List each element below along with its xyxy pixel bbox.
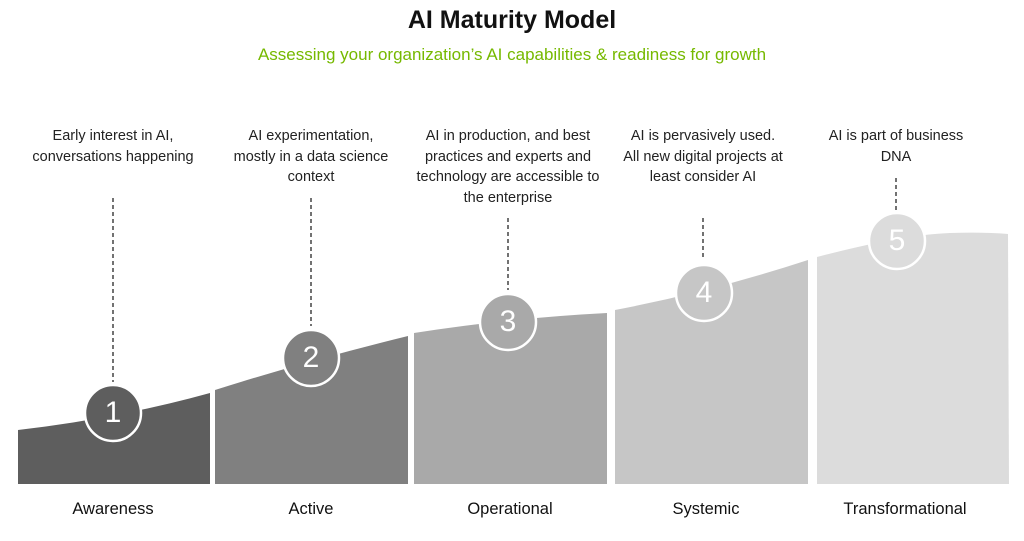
stage-1-label: Awareness [72, 500, 154, 518]
stage-4-circle [674, 263, 734, 323]
stage-2-number: 2 [302, 341, 320, 374]
stage-2-circle [281, 328, 341, 388]
stage-2-description: AI experimentation, mostly in a data sci… [233, 128, 389, 185]
stage-4-number: 4 [695, 276, 713, 309]
stage-3-segment [414, 313, 607, 484]
page-title: AI Maturity Model [407, 6, 617, 34]
stage-1-description: Early interest in AI, conversations happ… [32, 128, 194, 165]
stage-3-number: 3 [499, 305, 517, 338]
stage-2-segment [215, 336, 408, 484]
stage-5-label: Transformational [843, 500, 967, 518]
stage-3-circle [478, 292, 538, 352]
stage-3-description: AI in production, and best practices and… [416, 128, 600, 206]
stage-4-label: Systemic [672, 500, 740, 518]
stage-2-label: Active [288, 500, 334, 518]
stage-3-label: Operational [467, 500, 553, 518]
stage-5-description: AI is part of business DNA [828, 128, 964, 165]
stage-5-number: 5 [888, 224, 906, 257]
subtitle: Assessing your organization’s AI capabil… [257, 45, 767, 64]
stage-1-number: 1 [104, 396, 122, 429]
stage-4-description: AI is pervasively used. All new digital … [623, 128, 783, 185]
stage-1-circle [83, 383, 143, 443]
stage-4-segment [615, 260, 808, 484]
stage-5-segment [817, 232, 1009, 484]
stage-5-circle [867, 211, 927, 271]
